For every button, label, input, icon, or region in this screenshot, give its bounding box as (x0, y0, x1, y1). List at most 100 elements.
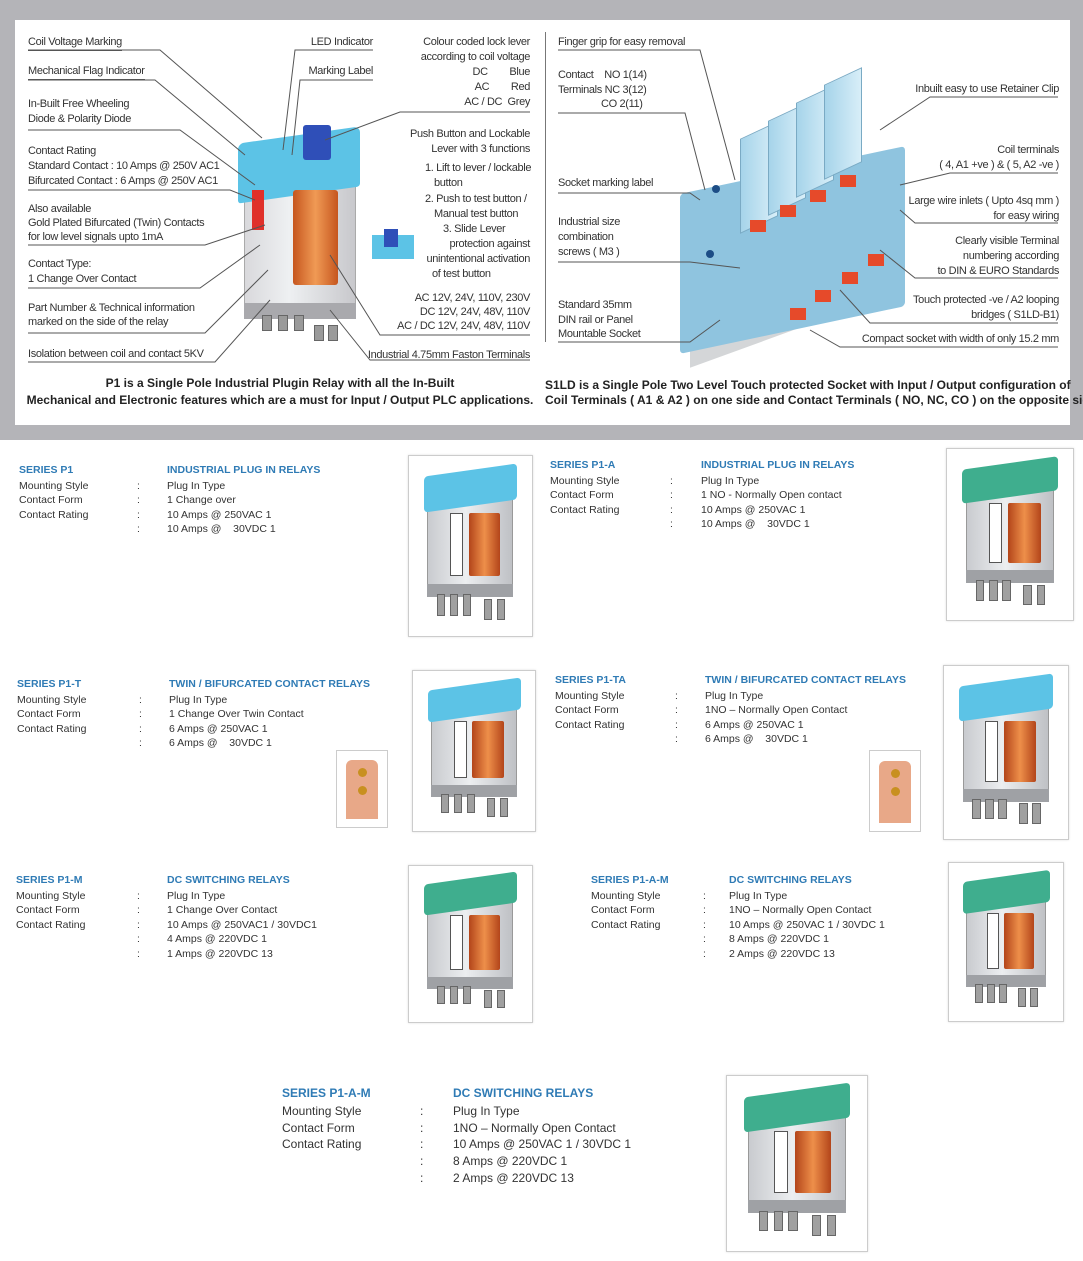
label-socket-marking: Socket marking label (558, 177, 654, 189)
label-screws: combination (558, 231, 614, 243)
label-function: 3. Slide Lever (443, 223, 506, 235)
spec-value: Plug In Type (729, 889, 788, 902)
label-looping-bridges: Touch protected -ve / A2 looping (913, 294, 1059, 306)
lock-lever-illustration (303, 125, 331, 160)
label-coil-terminals: ( 4, A1 +ve ) & ( 5, A2 -ve ) (939, 159, 1059, 171)
spec-separator: : (675, 704, 678, 716)
bridge-clip (790, 308, 806, 320)
spec-label: Contact Form (555, 704, 619, 716)
relay-product-image (408, 455, 533, 637)
spec-separator: : (137, 904, 140, 916)
label-gold-plated: Gold Plated Bifurcated (Twin) Contacts (28, 217, 205, 229)
spec-value: Plug In Type (167, 479, 226, 492)
series-title: SERIES P1-A-M (591, 874, 669, 886)
twin-contact-image (336, 750, 388, 828)
category-title: TWIN / BIFURCATED CONTACT RELAYS (705, 674, 907, 686)
spec-separator: : (670, 518, 673, 530)
spec-value: 1 Change over (167, 494, 236, 506)
socket-relay (824, 67, 862, 180)
label-contact-terminals: Contact NO 1(14) (558, 69, 647, 81)
label-gold-plated: Also available (28, 203, 91, 215)
label-contact-terminals: CO 2(11) (601, 98, 643, 110)
slide-lever-illustration (372, 229, 414, 259)
spec-separator: : (137, 889, 140, 902)
spec-value: 4 Amps @ 220VDC 1 (167, 933, 267, 945)
spec-label: Mounting Style (550, 474, 620, 487)
spec-value: 2 Amps @ 220VDC 13 (453, 1171, 574, 1185)
relay-product-image (726, 1075, 868, 1252)
spec-value: 1NO – Normally Open Contact (705, 704, 848, 716)
spec-separator: : (139, 722, 142, 735)
label-coil-voltage-marking: Coil Voltage Marking (28, 35, 122, 51)
spec-separator: : (670, 489, 673, 501)
label-voltages: AC / DC 12V, 24V, 48V, 110V (397, 320, 530, 332)
label-contact-terminals: Terminals NC 3(12) (558, 84, 647, 96)
category-title: DC SWITCHING RELAYS (729, 874, 852, 886)
twin-contact-image (869, 750, 921, 832)
spec-label: Contact Form (19, 494, 83, 506)
label-terminal-numbering: to DIN & EURO Standards (937, 265, 1059, 277)
spec-separator: : (420, 1120, 424, 1135)
spec-label: Mounting Style (282, 1103, 362, 1118)
retainer-clip (810, 190, 826, 202)
spec-label: Mounting Style (591, 889, 661, 902)
spec-value: 1NO – Normally Open Contact (729, 904, 872, 916)
spec-separator: : (703, 889, 706, 902)
bridge-clip (868, 254, 884, 266)
label-colour-acdc: AC / DC Grey (464, 96, 530, 108)
spec-label: Contact Rating (550, 503, 620, 516)
bridge-clip (815, 290, 831, 302)
spec-value: 1 Change Over Contact (167, 904, 278, 916)
label-screws: screws ( M3 ) (558, 246, 620, 258)
retainer-clip (750, 220, 766, 232)
retainer-clip (840, 175, 856, 187)
p1-caption: Mechanical and Electronic features which… (26, 393, 534, 407)
spec-separator: : (137, 479, 140, 492)
spec-value: 2 Amps @ 220VDC 13 (729, 947, 835, 960)
spec-separator: : (137, 523, 140, 535)
spec-value: 6 Amps @ 30VDC 1 (169, 737, 272, 749)
spec-separator: : (703, 947, 706, 960)
spec-value: 8 Amps @ 220VDC 1 (453, 1154, 568, 1169)
spec-separator: : (703, 904, 706, 916)
spec-separator: : (703, 918, 706, 931)
spec-label: Contact Rating (19, 508, 89, 521)
spec-label: Contact Form (17, 708, 81, 720)
spec-label: Mounting Style (16, 889, 86, 902)
label-function: 1. Lift to lever / lockable (425, 162, 532, 174)
label-din-rail: DIN rail or Panel (558, 314, 633, 326)
label-contact-rating: Standard Contact : 10 Amps @ 250V AC1 (28, 160, 220, 172)
spec-value: 1 Amps @ 220VDC 13 (167, 947, 273, 960)
spec-value: 10 Amps @ 30VDC 1 (701, 518, 810, 530)
spec-value: Plug In Type (453, 1103, 520, 1118)
category-title: INDUSTRIAL PLUG IN RELAYS (167, 464, 321, 476)
label-voltages: DC 12V, 24V, 48V, 110V (419, 306, 531, 318)
spec-label: Contact Form (282, 1120, 355, 1135)
spec-separator: : (139, 693, 142, 706)
spec-separator: : (420, 1171, 424, 1185)
spec-label: Contact Form (550, 489, 614, 501)
spec-value: Plug In Type (701, 474, 760, 487)
spec-label: Contact Rating (17, 722, 87, 735)
spec-value: 1 Change Over Twin Contact (169, 708, 304, 720)
label-terminal-numbering: Clearly visible Terminal (955, 235, 1059, 247)
retainer-clip (780, 205, 796, 217)
spec-label: Contact Rating (591, 918, 661, 931)
spec-separator: : (139, 737, 142, 749)
label-function: unintentional activation (426, 253, 530, 265)
spec-separator: : (137, 494, 140, 506)
label-gold-plated: for low level signals upto 1mA (28, 231, 164, 243)
spec-value: 6 Amps @ 250VAC 1 (705, 718, 804, 731)
relay-product-image (946, 448, 1074, 621)
label-colour-lever: according to coil voltage (420, 51, 531, 63)
label-isolation: Isolation between coil and contact 5KV (28, 348, 204, 360)
spec-separator: : (137, 947, 140, 960)
spec-separator: : (420, 1137, 424, 1152)
spec-separator: : (137, 508, 140, 521)
bridge-clip (842, 272, 858, 284)
s1ld-caption: S1LD is a Single Pole Two Level Touch pr… (545, 378, 1071, 392)
relay-product-image (412, 670, 536, 832)
label-contact-type: 1 Change Over Contact (28, 273, 137, 285)
spec-value: 1 NO - Normally Open contact (701, 489, 842, 501)
label-contact-rating: Contact Rating (28, 145, 96, 157)
